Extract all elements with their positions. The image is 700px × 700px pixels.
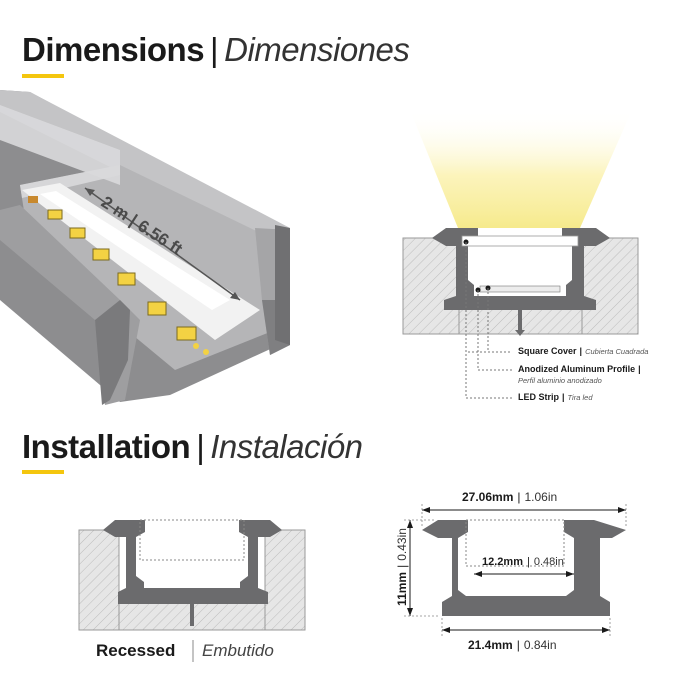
profile-section	[432, 228, 610, 310]
title-separator: |	[210, 31, 219, 68]
cross-section-detail	[402, 110, 639, 399]
install-caption: Recessed	[96, 641, 175, 661]
installation-title-en: Installation	[22, 428, 191, 465]
length-arrow	[84, 187, 241, 301]
callout-led-strip: LED Strip|Tira led	[518, 392, 593, 402]
square-cover	[461, 235, 579, 247]
dimensions-title: Dimensions|Dimensiones	[22, 31, 410, 68]
installation-title: Installation|Instalación	[22, 429, 363, 465]
light-beam	[410, 110, 632, 228]
dimensions-title-en: Dimensions	[22, 31, 205, 68]
recessed-install-diagram	[78, 519, 306, 631]
dimension-diagram	[404, 504, 627, 636]
title-accent-underline	[22, 74, 64, 78]
install-caption-es-wrap: Embutido	[202, 641, 274, 661]
dim-top-width: 27.06mm|1.06in	[462, 490, 558, 504]
dim-height: 11mm|0.43in	[395, 528, 409, 606]
install-caption-es: Embutido	[202, 641, 274, 660]
title-separator: |	[196, 428, 205, 465]
callout-en: Anodized Aluminum Profile	[518, 364, 636, 374]
led-chips	[28, 196, 209, 355]
profile-dimensioned	[422, 520, 626, 616]
installation-title-es: Instalación	[210, 428, 363, 465]
profile-3d-illustration: 2 m | 6.56 ft	[0, 90, 290, 405]
callout-square-cover: Square Cover|Cubierta Cuadrada	[518, 346, 649, 356]
dimensions-title-es: Dimensiones	[224, 31, 410, 68]
callout-en: Square Cover	[518, 346, 577, 356]
dim-inner-width: 12.2mm|0.48in	[482, 556, 564, 568]
install-caption-en: Recessed	[96, 641, 176, 660]
installed-profile	[103, 520, 282, 604]
title-accent-underline	[22, 470, 64, 474]
callout-anodized-profile: Anodized Aluminum Profile| Perfil alumin…	[518, 364, 641, 385]
callout-es: Cubierta Cuadrada	[585, 347, 649, 356]
callout-es: Perfil aluminio anodizado	[518, 376, 602, 385]
dim-bottom-width: 21.4mm|0.84in	[468, 638, 557, 652]
led-strip	[479, 285, 561, 293]
callout-en: LED Strip	[518, 392, 560, 402]
callout-es: Tira led	[567, 393, 593, 402]
